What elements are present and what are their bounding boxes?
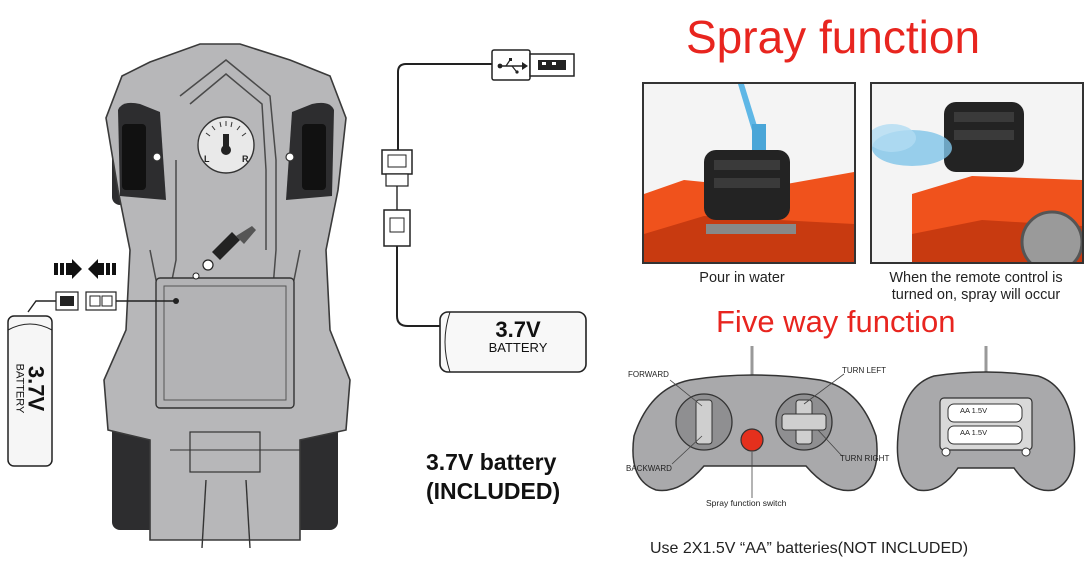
- connect-arrows-icon: [54, 259, 116, 279]
- screw-icons: [152, 152, 295, 162]
- battery-pack-label: 3.7V BATTERY: [13, 325, 49, 453]
- aa-cell-2: [947, 425, 1023, 445]
- five-way-title: Five way function: [716, 304, 956, 339]
- battery-pack-volt: 3.7V: [23, 365, 49, 412]
- front-wheels: [112, 420, 338, 530]
- car-underside-diagram: [7, 43, 587, 549]
- label-spray-switch: Spray function switch: [706, 498, 787, 508]
- label-forward: FORWARD: [628, 370, 669, 379]
- usb-battery-word: BATTERY: [488, 340, 548, 356]
- battery-plug: [27, 291, 179, 313]
- caption-spray-line1: When the remote control is: [889, 270, 1063, 286]
- usb-charging-cable: [381, 49, 587, 373]
- spray-function-title: Spray function: [686, 11, 981, 63]
- dial-left-label: L: [204, 154, 210, 164]
- spray-photo-pour: [642, 82, 856, 264]
- steering-trim-dial: [197, 116, 255, 174]
- caption-pour-in-water: Pour in water: [699, 270, 785, 286]
- usb-icon: [497, 58, 528, 74]
- battery-pack-icon: [7, 315, 53, 467]
- battery-note-line2: (INCLUDED): [426, 477, 561, 504]
- battery-included-note: 3.7V battery (INCLUDED): [426, 448, 560, 506]
- aa-batteries-footer: Use 2X1.5V “AA” batteries(NOT INCLUDED): [650, 540, 969, 557]
- usb-battery-volt: 3.7V: [495, 317, 541, 342]
- label-turn-right: TURN RIGHT: [840, 454, 890, 463]
- battery-pack-word: BATTERY: [13, 363, 26, 414]
- label-backward: BACKWARD: [626, 464, 672, 473]
- caption-spray-line2: turned on, spray will occur: [891, 287, 1061, 304]
- spray-photo-active: [870, 82, 1084, 264]
- dial-right-label: R: [242, 154, 249, 164]
- screwdriver-icon: [192, 226, 256, 280]
- caption-spray-occurs: When the remote control is turned on, sp…: [866, 270, 1086, 305]
- usb-battery-label: 3.7V BATTERY: [462, 318, 574, 355]
- cell-label-2: AA 1.5V: [960, 428, 988, 437]
- label-turn-left: TURN LEFT: [842, 366, 886, 375]
- battery-compartment: [155, 277, 295, 409]
- spray-switch-button: [740, 428, 764, 452]
- aa-cell-1: [947, 403, 1023, 423]
- battery-note-line1: 3.7V battery: [426, 449, 557, 475]
- cell-label-1: AA 1.5V: [960, 406, 988, 415]
- remote-front-diagram: [632, 346, 878, 498]
- remote-back-diagram: [896, 346, 1076, 492]
